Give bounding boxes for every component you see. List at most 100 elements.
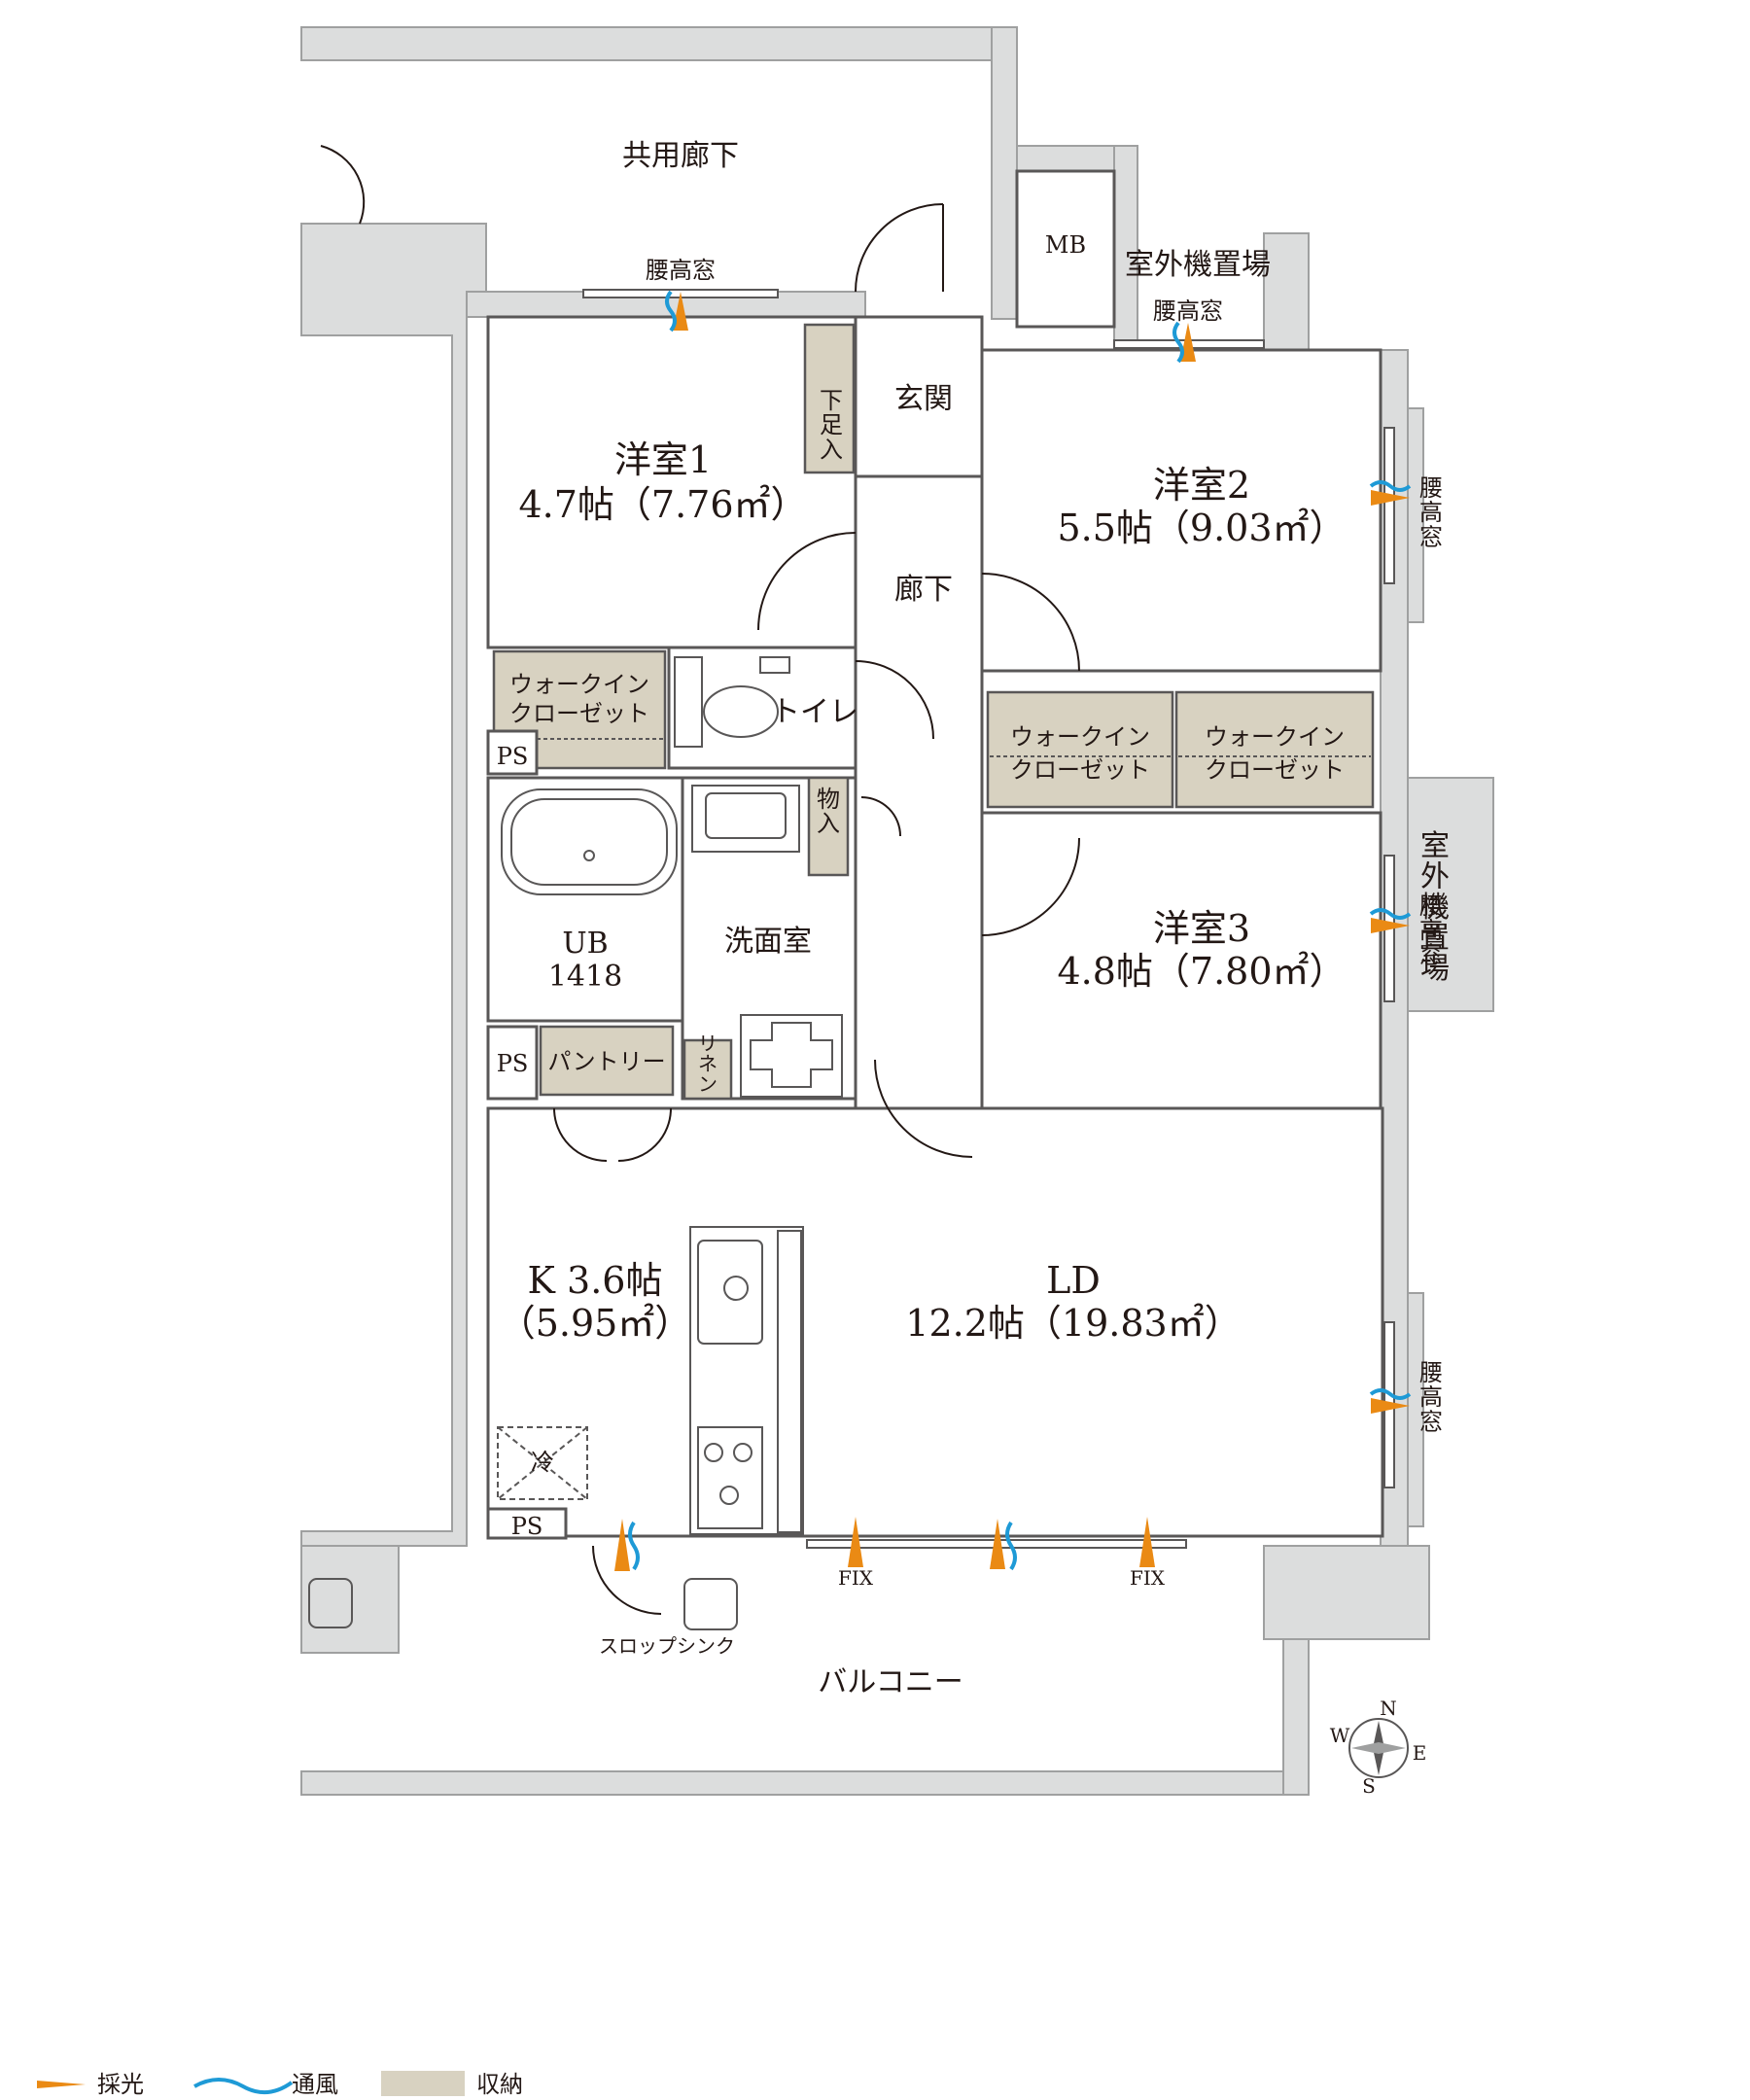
label-monoire: 物入 <box>817 786 840 837</box>
label-rei: 冷 <box>531 1449 554 1476</box>
yoshitsu2-door-arc <box>981 573 1080 672</box>
balcony-door-arc <box>592 1545 662 1615</box>
label-mb: MB <box>1045 231 1086 259</box>
balcony-railing <box>300 1770 1284 1796</box>
balcony-right-wall <box>1282 1638 1310 1796</box>
label-shitsugaiki-top: 室外機置場 <box>1125 248 1271 282</box>
compass-ring <box>1348 1718 1409 1778</box>
label-ld-name: LD <box>1046 1259 1101 1302</box>
right-wall-pier1 <box>1407 407 1424 623</box>
legend-light-swatch <box>37 2081 86 2088</box>
label-kyoyo-roka: 共用廊下 <box>622 139 739 173</box>
burner-1 <box>704 1443 723 1462</box>
toilet-paper <box>759 656 790 674</box>
pantry-door-arc-2 <box>617 1107 672 1162</box>
storage-wic2 <box>986 690 1174 809</box>
storage-linen <box>682 1038 733 1101</box>
label-toilet: トイレ <box>771 695 858 729</box>
pantry-door-arc-1 <box>553 1107 608 1162</box>
yoshitsu1-door-arc <box>757 532 857 631</box>
label-shitsugaiki-right: 室外機置場 <box>1420 829 1450 986</box>
refrigerator-space <box>497 1426 588 1500</box>
compass: N E S W <box>1330 1697 1427 1798</box>
compass-e: E <box>1413 1741 1427 1765</box>
slop-sink-left <box>308 1578 353 1628</box>
label-yoshitsu2-size: 5.5帖（9.03㎡） <box>1057 507 1346 549</box>
ldk-door-arc <box>874 1059 973 1158</box>
label-yoshitsu1-name: 洋室1 <box>614 438 712 481</box>
right-ac-frame <box>1407 777 1494 1012</box>
label-k-name: K 3.6帖 <box>528 1259 663 1302</box>
label-linen: リネン <box>698 1032 718 1096</box>
burner-2 <box>733 1443 752 1462</box>
mb-right-wall <box>1113 145 1138 341</box>
yoshitsu2-right-window <box>1383 427 1395 584</box>
label-yoshitsu2-name: 洋室2 <box>1153 464 1250 507</box>
label-roka: 廊下 <box>894 573 953 607</box>
burner-3 <box>719 1486 739 1505</box>
wind-mark-yoshitsu2-right <box>1369 480 1412 492</box>
kitchen-counter <box>689 1226 804 1535</box>
storage-wic3 <box>1174 690 1375 809</box>
label-geta: 下足入 <box>820 387 843 463</box>
slop-sink <box>683 1578 738 1630</box>
storage-pantry <box>539 1025 675 1097</box>
compass-w: W <box>1330 1724 1350 1747</box>
entrance-door-arc <box>855 203 944 293</box>
label-wic3-line1: ウォークイン <box>1205 723 1345 751</box>
label-balcony: バルコニー <box>818 1665 962 1699</box>
wind-mark-yoshitsu2-top <box>1172 321 1184 364</box>
kitchen-sink <box>697 1240 763 1345</box>
mb-top-wall <box>1016 145 1115 172</box>
label-pantry: パントリー <box>547 1048 665 1075</box>
counter-back <box>777 1230 802 1533</box>
room-ldk <box>486 1106 1384 1538</box>
light-mark-ld-right <box>1371 1398 1410 1414</box>
cooktop <box>697 1426 763 1529</box>
toilet-bowl <box>703 685 779 738</box>
light-mark-fix-2 <box>1139 1517 1155 1567</box>
bathtub <box>501 788 678 895</box>
wind-mark-ld <box>1005 1521 1017 1571</box>
ps-box-2 <box>486 1025 539 1101</box>
label-koshidaka-yoshitsu2-right: 腰高窓 <box>1419 474 1443 550</box>
light-mark-yoshitsu3-right <box>1371 918 1410 933</box>
storage-geta <box>803 323 856 474</box>
label-fix-1: FIX <box>838 1566 874 1590</box>
light-wind-marks <box>614 290 1412 1571</box>
room-toilet <box>667 646 858 770</box>
bathtub-inner <box>510 798 668 886</box>
washing-machine-pan <box>750 1022 833 1088</box>
legend-storage-swatch <box>381 2071 465 2096</box>
neighbor-door-arc <box>320 145 366 225</box>
mb-left-wall <box>991 26 1018 320</box>
ps-box-3 <box>486 1507 568 1540</box>
washing-machine <box>740 1014 843 1098</box>
fixtures <box>308 169 1116 1630</box>
label-slop-sink: スロップシンク <box>599 1634 735 1658</box>
label-wic3-line2: クローゼット <box>1205 756 1345 784</box>
legend-light-label: 採光 <box>97 2071 144 2098</box>
sink-drain <box>723 1276 749 1301</box>
compass-s: S <box>1362 1774 1376 1798</box>
light-mark-ld <box>990 1519 1005 1569</box>
toilet-tank <box>674 656 703 748</box>
washbasin-bowl <box>705 792 787 839</box>
room-yoshitsu2 <box>980 348 1382 673</box>
bottom-wall-right <box>1263 1545 1430 1640</box>
room-labels: 共用廊下 MB 室外機置場 腰高窓 腰高窓 玄関 下足入 洋室1 4.7帖（7.… <box>497 139 1450 1699</box>
label-ps-2: PS <box>497 1050 529 1077</box>
compass-needle-ew <box>1351 1742 1406 1754</box>
room-yoshitsu3 <box>980 811 1382 1120</box>
room-ub <box>486 776 684 1023</box>
light-mark-k <box>614 1519 630 1571</box>
wind-mark-k <box>628 1521 640 1571</box>
wind-mark-yoshitsu1 <box>665 290 677 332</box>
label-yoshitsu3-name: 洋室3 <box>1153 907 1250 950</box>
doors <box>320 145 1080 1615</box>
label-wic1-line1: ウォークイン <box>509 671 649 698</box>
light-mark-fix-1 <box>848 1517 863 1567</box>
label-genkan: 玄関 <box>894 382 953 416</box>
ps-box-1 <box>486 729 539 776</box>
